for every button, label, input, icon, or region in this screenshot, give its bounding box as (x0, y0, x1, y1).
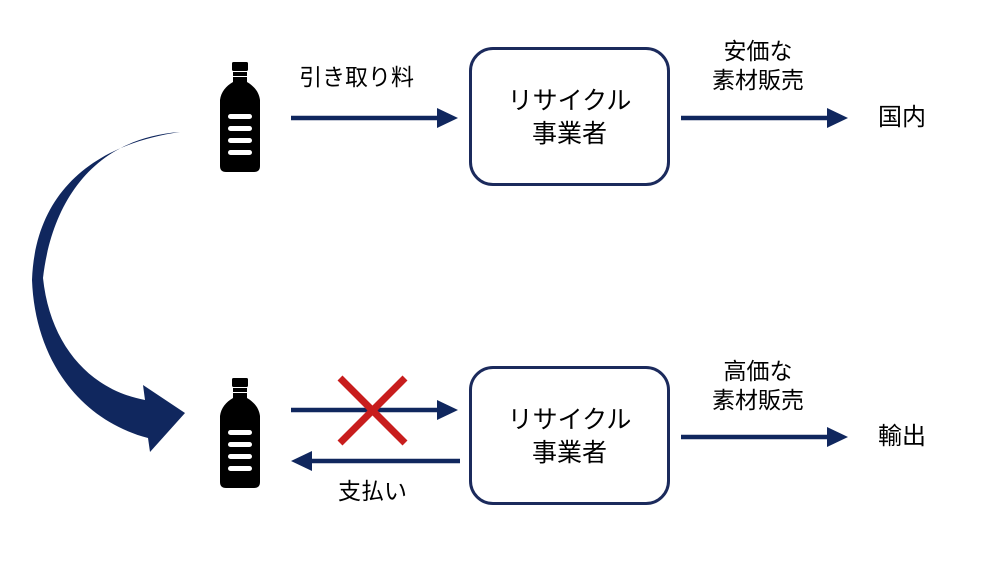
bottom-return-arrow-label: 支払い (338, 479, 407, 505)
curved-transition-arrow (32, 132, 185, 452)
recycler-box-top-line2: 事業者 (531, 118, 607, 148)
recycler-box-bottom-line1: リサイクル (507, 404, 632, 434)
recycler-box-bottom-line2: 事業者 (531, 437, 607, 467)
arrow-bottom-forward (291, 400, 458, 420)
bottle-icon-top (220, 62, 260, 172)
destination-domestic: 国内 (878, 103, 926, 131)
recycler-box-top-text: リサイクル 事業者 (508, 84, 632, 150)
bottom-right-label-line2: 素材販売 (712, 388, 804, 414)
recycler-box-bottom: リサイクル 事業者 (469, 366, 670, 505)
recycler-box-top: リサイクル 事業者 (469, 47, 670, 186)
top-left-arrow-label: 引き取り料 (299, 65, 414, 91)
bottle-icon-bottom (220, 378, 260, 488)
destination-export: 輸出 (878, 422, 926, 450)
bottom-right-label-line1: 高価な (723, 359, 793, 385)
cross-icon (337, 375, 408, 446)
top-right-label-line1: 安価な (723, 39, 793, 65)
top-right-label-line2: 素材販売 (712, 68, 804, 94)
arrow-bottom-right (681, 427, 848, 447)
arrow-top-right (681, 108, 848, 128)
top-right-arrow-label: 安価な 素材販売 (688, 38, 828, 96)
bottom-right-arrow-label: 高価な 素材販売 (688, 358, 828, 416)
recycler-box-top-line1: リサイクル (507, 85, 632, 115)
recycler-box-bottom-text: リサイクル 事業者 (508, 403, 632, 469)
arrow-bottom-return (291, 451, 460, 471)
arrow-top-left (291, 108, 458, 128)
